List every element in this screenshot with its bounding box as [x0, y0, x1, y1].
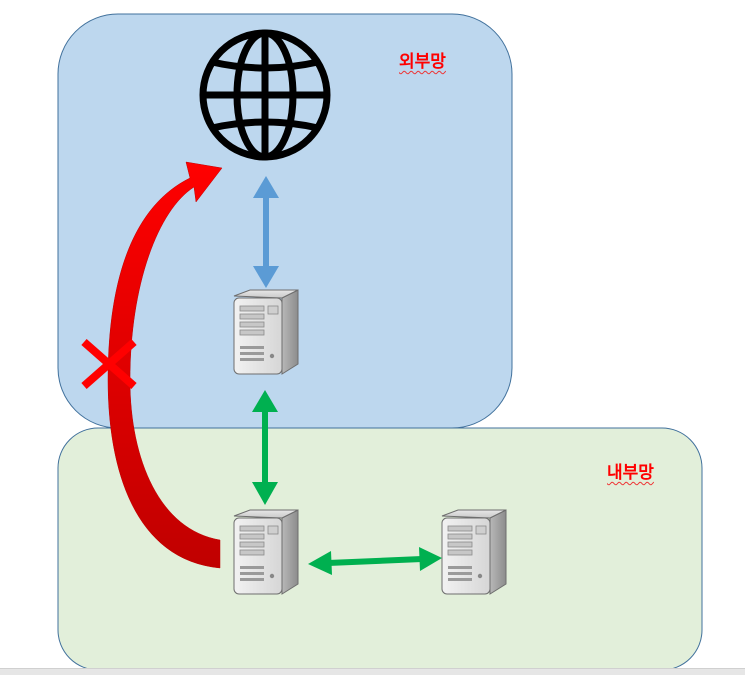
- internet-dmz-link-arrow: [253, 176, 279, 288]
- x-mark-icon: [81, 338, 137, 390]
- internal-network-label: 내부망: [607, 463, 654, 483]
- internal-server-1-icon: [233, 509, 299, 595]
- internal-servers-link-arrow: [308, 547, 442, 575]
- window-bottom-edge: [0, 668, 745, 675]
- globe-icon: [199, 29, 331, 161]
- internal-zone: [57, 427, 703, 671]
- external-network-label: 외부망: [399, 52, 446, 72]
- dmz-server-icon: [233, 289, 299, 375]
- dmz-internal-link-arrow: [252, 390, 278, 505]
- internal-server-2-icon: [441, 509, 507, 595]
